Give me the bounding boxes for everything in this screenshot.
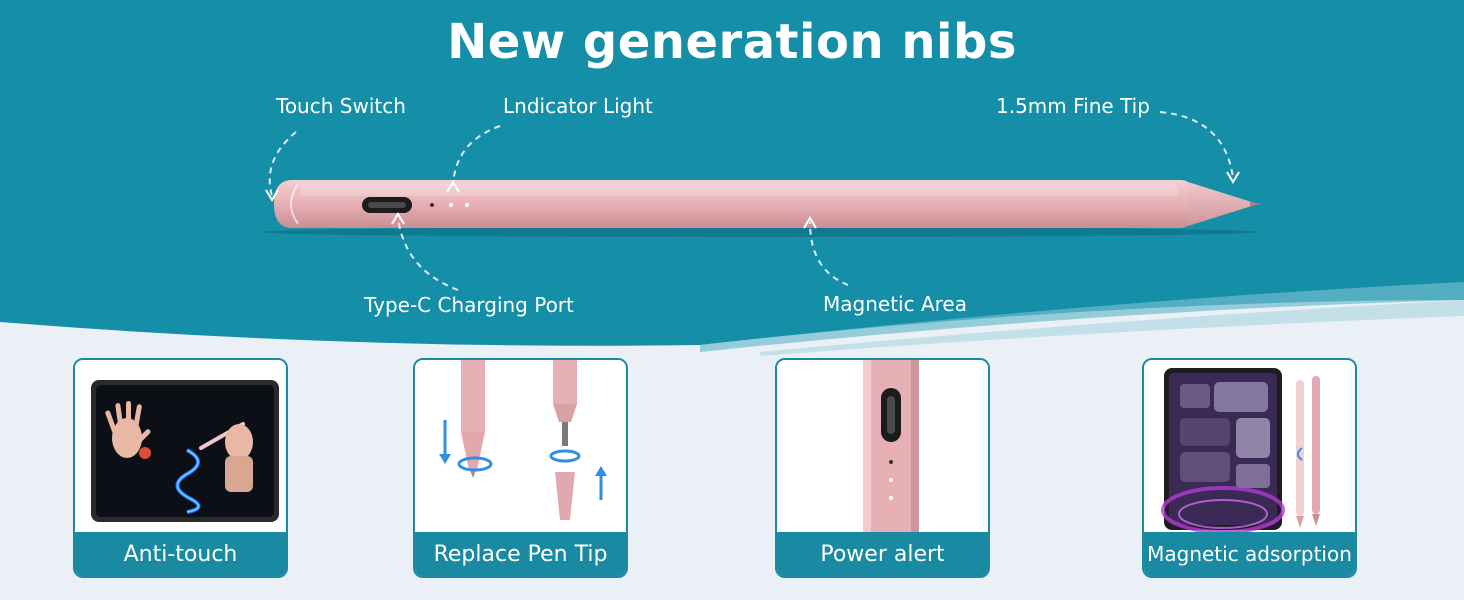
feature-label: Anti-touch: [75, 532, 286, 576]
magnetic-adsorption-illustration: [1144, 360, 1355, 534]
callout-indicator-light: Lndicator Light: [503, 94, 653, 118]
feature-card-power-alert: Power alert: [775, 358, 990, 578]
callout-touch-switch: Touch Switch: [276, 94, 406, 118]
power-alert-illustration: [777, 360, 988, 534]
callout-charging-port: Type-C Charging Port: [364, 293, 574, 317]
arrow-down-icon: [439, 454, 451, 464]
stylus-pen-illustration: [260, 111, 1262, 291]
page-title: New generation nibs: [447, 14, 1017, 70]
callout-magnetic-area: Magnetic Area: [823, 292, 967, 316]
feature-card-replace-pen-tip: Replace Pen Tip: [413, 358, 628, 578]
spare-nib-icon: [555, 472, 575, 520]
arrow-up-icon: [595, 466, 607, 476]
hand-icon: [105, 401, 151, 458]
anti-touch-illustration: [75, 360, 286, 534]
feature-label: Replace Pen Tip: [415, 532, 626, 576]
rotate-arrow-icon: [457, 456, 493, 472]
feature-label: Magnetic adsorption: [1144, 532, 1355, 576]
feature-card-magnetic-adsorption: Magnetic adsorption: [1142, 358, 1357, 578]
feature-card-anti-touch: Anti-touch: [73, 358, 288, 578]
replace-pen-tip-illustration: [415, 360, 626, 534]
callout-fine-tip: 1.5mm Fine Tip: [996, 94, 1150, 118]
feature-label: Power alert: [777, 532, 988, 576]
banner-background: [0, 0, 1464, 356]
